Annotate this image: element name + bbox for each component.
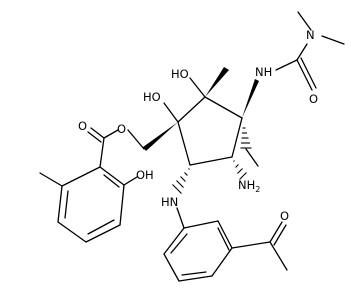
bond-urea-co-1 (296, 59, 313, 91)
bond-ar2-3 (211, 247, 233, 277)
atom-label-nh-urea: NH (255, 65, 272, 79)
bond-hn-ring (176, 207, 185, 229)
bond-carbonyl-n (296, 43, 308, 61)
bond-carbonyl-ring (99, 137, 105, 168)
bond-ring-acetyl (231, 241, 271, 249)
atom-label-o-ketone: O (280, 209, 289, 223)
bond-n-methyl-2 (321, 35, 345, 45)
bond-ar2-dbl-1 (217, 227, 230, 251)
bond-o-carbonyl (103, 129, 119, 139)
bond-ar1-2 (119, 184, 125, 226)
bond-ar1-dbl-3 (64, 190, 69, 219)
bond-ethyl (245, 148, 259, 167)
nh2-main: NH (238, 178, 255, 192)
bond-ar2-6 (163, 227, 185, 255)
atom-label-ho-top: HO (171, 67, 189, 81)
atom-label-o-urea: O (309, 92, 318, 106)
bond-ester-co-2 (87, 131, 102, 143)
hash-c4-nh2 (233, 160, 247, 180)
bond-c2-c3 (204, 96, 243, 119)
bond-acetyl-co-1 (269, 221, 283, 243)
bond-ar1-dbl-2 (87, 219, 115, 235)
wedge-c1-ch2 (143, 122, 178, 151)
hash-c5-hn (172, 168, 190, 194)
bond-ar1-dbl-1 (103, 174, 120, 188)
atom-label-hn-aniline: HN (161, 195, 178, 209)
atom-label-n-dimethyl: N (306, 28, 315, 42)
bond-ar1-1 (99, 166, 125, 186)
bond-ar1-oh (123, 176, 138, 186)
bond-ar2-dbl-2 (181, 271, 207, 276)
bond-acetyl-methyl (269, 241, 288, 271)
bond-nh-carbonyl (275, 59, 298, 71)
wedge-c2-methyl (205, 67, 229, 97)
bond-ch2-o (127, 129, 145, 150)
bond-c2-oh (189, 77, 206, 98)
bond-c1-oh (163, 102, 179, 123)
nh2-subscript: 2 (255, 185, 260, 194)
bond-ar1-6 (61, 166, 101, 187)
bond-n-methyl-1 (297, 11, 312, 31)
bond-ar2-4 (178, 275, 213, 282)
bond-ar2-dbl-3 (170, 233, 188, 254)
bond-ar1-5 (57, 185, 63, 223)
atom-label-ho-left: HO (143, 90, 161, 104)
bond-c5-c1 (177, 121, 191, 166)
bond-urea-co-2 (300, 57, 317, 89)
atom-label-o-ester: O (117, 122, 126, 136)
bond-c1-c2 (177, 96, 206, 123)
bond-c4-c5 (189, 156, 233, 166)
bond-ar2-1 (183, 220, 219, 229)
bond-ester-co-1 (90, 127, 105, 139)
wedge-c3-nh (242, 79, 259, 118)
hash-c3-ethyl (240, 127, 252, 149)
bond-ar1-4 (57, 221, 87, 243)
atom-label-nh2: NH2 (238, 178, 260, 194)
atom-label-oh-phenol: OH (136, 168, 154, 182)
bond-ar1-3 (85, 224, 121, 243)
bond-ar1-methyl (39, 172, 63, 187)
bond-ar2-5 (163, 253, 180, 282)
bond-acetyl-co-2 (273, 224, 287, 246)
bond-ar2-2 (217, 220, 233, 249)
label-layer: HO HO NH N O O O OH NH2 HN O (78, 28, 318, 223)
bond-layer (39, 11, 345, 282)
bond-c3-c4 (231, 117, 243, 158)
atom-label-o-ester-carbonyl: O (78, 119, 87, 133)
